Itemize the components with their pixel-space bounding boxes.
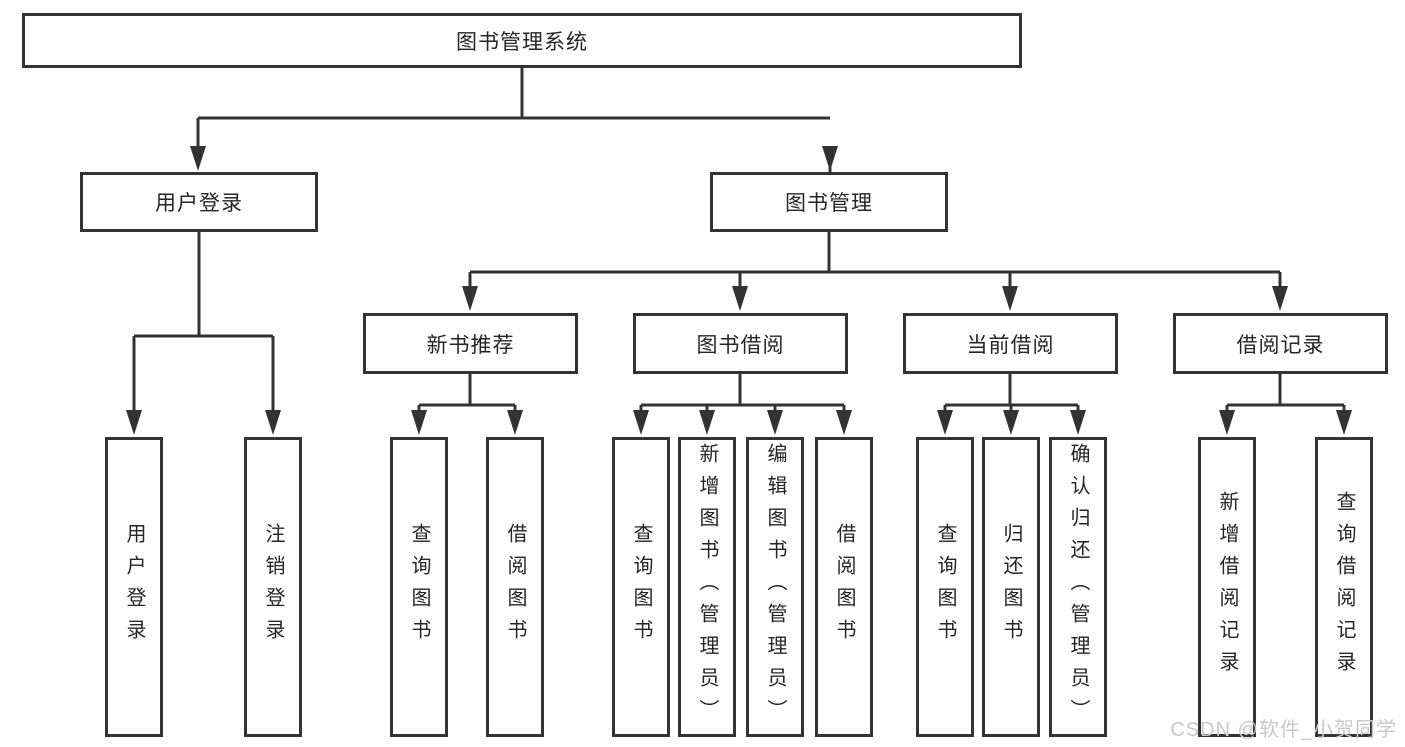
leaf-borrow-books: 借阅图书 [815, 437, 873, 737]
arrowhead-icons [126, 146, 1352, 435]
node-library-management-system: 图书管理系统 [22, 13, 1022, 68]
leaf-label: 借阅图书 [833, 523, 855, 651]
leaf-label: 注销登录 [262, 523, 284, 651]
node-label: 图书管理系统 [456, 30, 588, 54]
leaf-edit-books-admin: 编辑图书（管理员） [746, 437, 804, 737]
leaf-query-books-recommend: 查询图书 [390, 437, 448, 737]
leaf-label: 确认归还（管理员） [1067, 443, 1089, 731]
node-label: 用户登录 [155, 192, 243, 215]
leaf-label: 归还图书 [1000, 523, 1022, 651]
leaf-label: 新增图书（管理员） [696, 443, 718, 731]
leaf-user-login: 用户登录 [105, 437, 163, 737]
watermark: CSDN @软件_小贺同学 [1170, 719, 1397, 741]
leaf-add-books-admin: 新增图书（管理员） [678, 437, 736, 737]
leaf-add-borrow-record: 新增借阅记录 [1198, 437, 1256, 737]
leaf-query-books-borrow: 查询图书 [612, 437, 670, 737]
node-book-management: 图书管理 [710, 172, 948, 232]
node-label: 新书推荐 [426, 333, 515, 357]
leaf-query-books-current: 查询图书 [916, 437, 974, 737]
node-new-book-recommend: 新书推荐 [363, 313, 578, 374]
leaf-logout: 注销登录 [244, 437, 302, 737]
leaf-label: 查询借阅记录 [1333, 491, 1355, 683]
leaf-label: 用户登录 [123, 523, 145, 651]
node-label: 借阅记录 [1236, 333, 1325, 357]
node-label: 当前借阅 [966, 333, 1055, 357]
node-label: 图书管理 [785, 192, 873, 215]
leaf-return-books: 归还图书 [982, 437, 1040, 737]
leaf-confirm-return-admin: 确认归还（管理员） [1049, 437, 1107, 737]
node-user-login: 用户登录 [80, 172, 318, 232]
leaf-label: 借阅图书 [504, 523, 526, 651]
node-book-borrowing: 图书借阅 [633, 313, 848, 374]
leaf-label: 查询图书 [408, 523, 430, 651]
leaf-label: 编辑图书（管理员） [764, 443, 786, 731]
leaf-label: 查询图书 [934, 523, 956, 651]
leaf-query-borrow-record: 查询借阅记录 [1315, 437, 1373, 737]
leaf-borrow-books-recommend: 借阅图书 [486, 437, 544, 737]
node-label: 图书借阅 [696, 333, 785, 357]
node-current-borrowing: 当前借阅 [903, 313, 1118, 374]
node-borrowing-records: 借阅记录 [1173, 313, 1388, 374]
leaf-label: 查询图书 [630, 523, 652, 651]
leaf-label: 新增借阅记录 [1216, 491, 1238, 683]
